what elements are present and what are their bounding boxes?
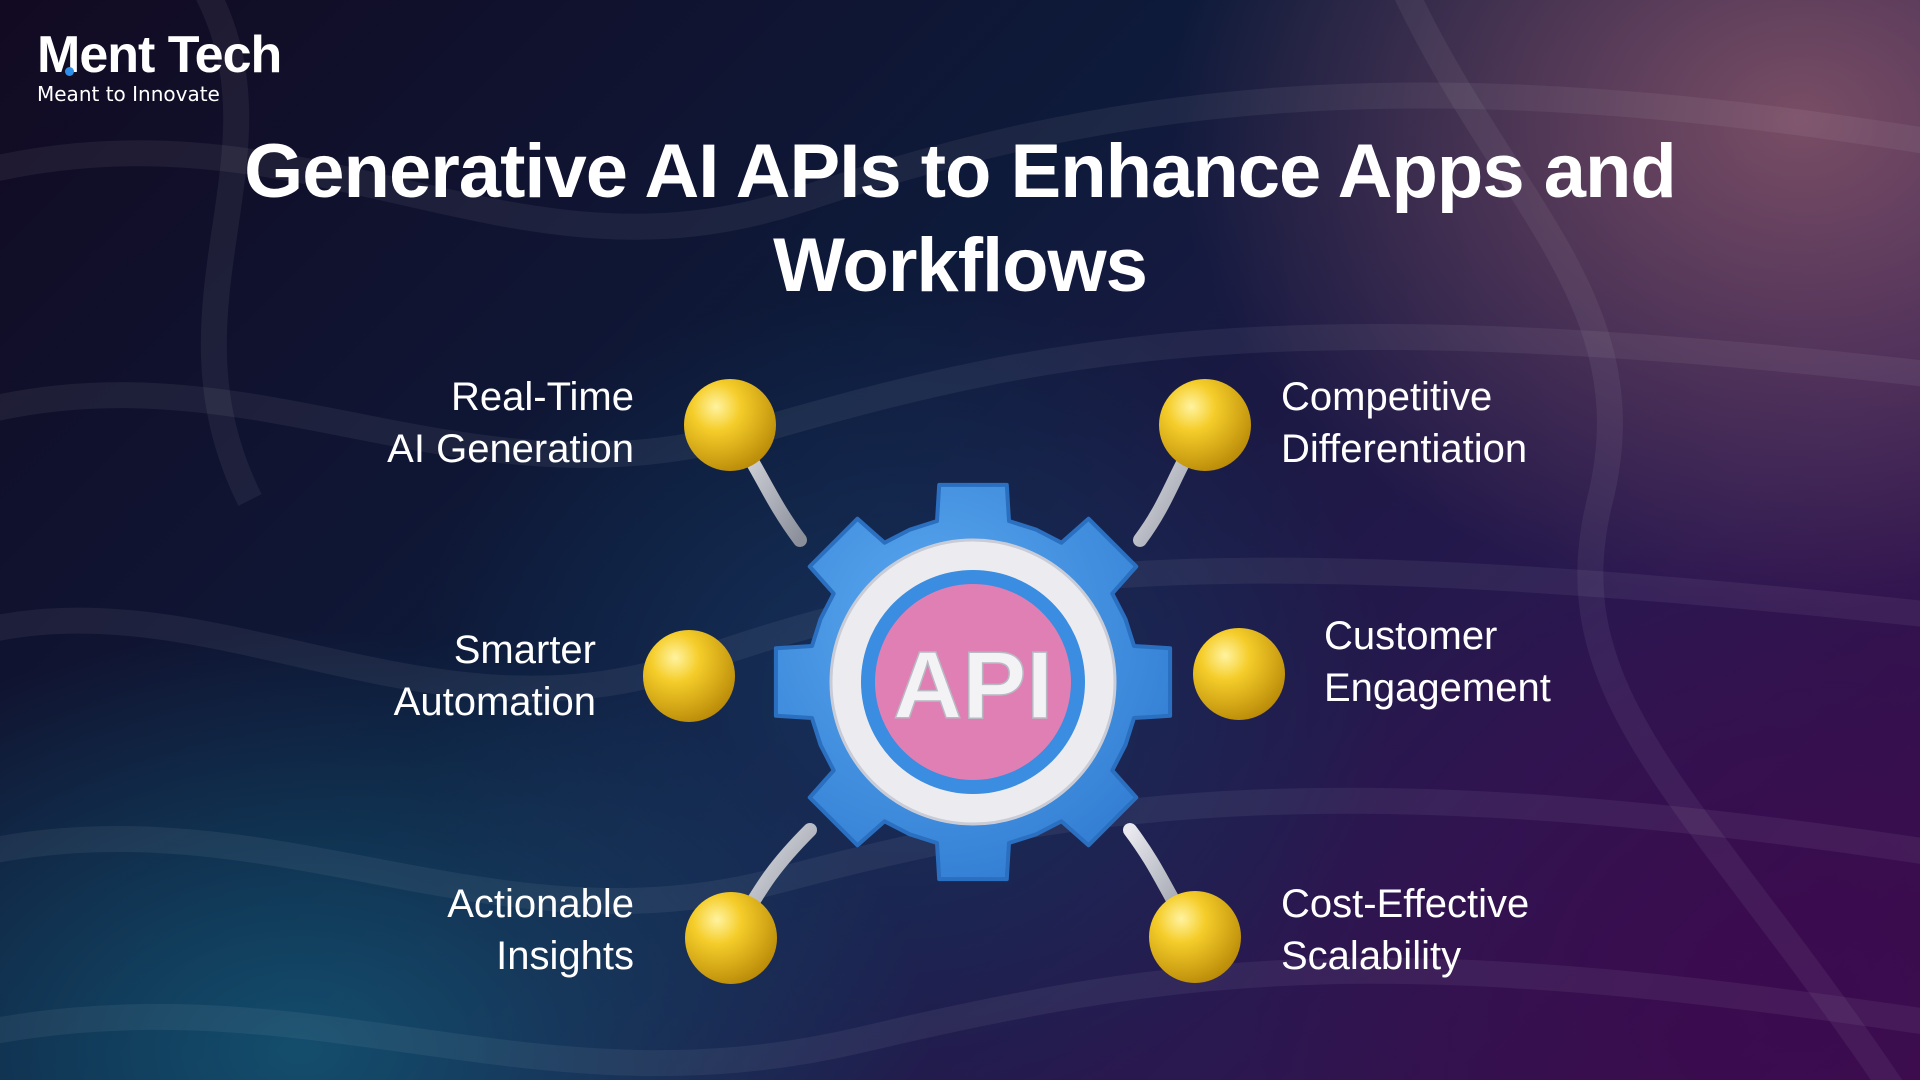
- feature-line: Competitive: [1281, 375, 1493, 419]
- feature-line: Insights: [496, 934, 634, 978]
- feature-line: Smarter: [453, 628, 596, 672]
- feature-customer-engagement: Customer Engagement: [1324, 610, 1551, 714]
- page-title: Generative AI APIs to Enhance Apps and W…: [0, 125, 1920, 313]
- node-ball-bottom-right: [1149, 891, 1241, 983]
- feature-line: AI Generation: [387, 427, 634, 471]
- feature-line: Cost-Effective: [1281, 882, 1530, 926]
- node-ball-mid-left: [643, 630, 735, 722]
- node-ball-top-left: [684, 379, 776, 471]
- logo-accent-dot: [65, 67, 74, 76]
- feature-line: Differentiation: [1281, 427, 1528, 471]
- api-label: API: [893, 632, 1053, 739]
- feature-line: Customer: [1324, 614, 1498, 658]
- feature-smarter-automation: Smarter Automation: [394, 624, 596, 728]
- title-line-2: Workflows: [773, 223, 1148, 308]
- feature-line: Automation: [393, 680, 596, 724]
- feature-line: Real-Time: [451, 375, 634, 419]
- logo-tagline: Meant to Innovate: [37, 82, 220, 106]
- feature-real-time-ai-generation: Real-Time AI Generation: [387, 371, 634, 475]
- feature-competitive-differentiation: Competitive Differentiation: [1281, 371, 1527, 475]
- feature-line: Scalability: [1281, 934, 1462, 978]
- feature-cost-effective-scalability: Cost-Effective Scalability: [1281, 878, 1529, 982]
- nodes: [643, 379, 1285, 984]
- node-ball-bottom-left: [685, 892, 777, 984]
- logo-wordmark: Ment Tech: [37, 26, 282, 84]
- title-line-1: Generative AI APIs to Enhance Apps and: [244, 129, 1677, 214]
- feature-line: Actionable: [447, 882, 634, 926]
- feature-actionable-insights: Actionable Insights: [447, 878, 634, 982]
- node-ball-top-right: [1159, 379, 1251, 471]
- api-core: [875, 584, 1071, 780]
- brand-logo[interactable]: Ment Tech Meant to Innovate: [37, 26, 282, 106]
- feature-line: Engagement: [1324, 666, 1551, 710]
- node-ball-mid-right: [1193, 628, 1285, 720]
